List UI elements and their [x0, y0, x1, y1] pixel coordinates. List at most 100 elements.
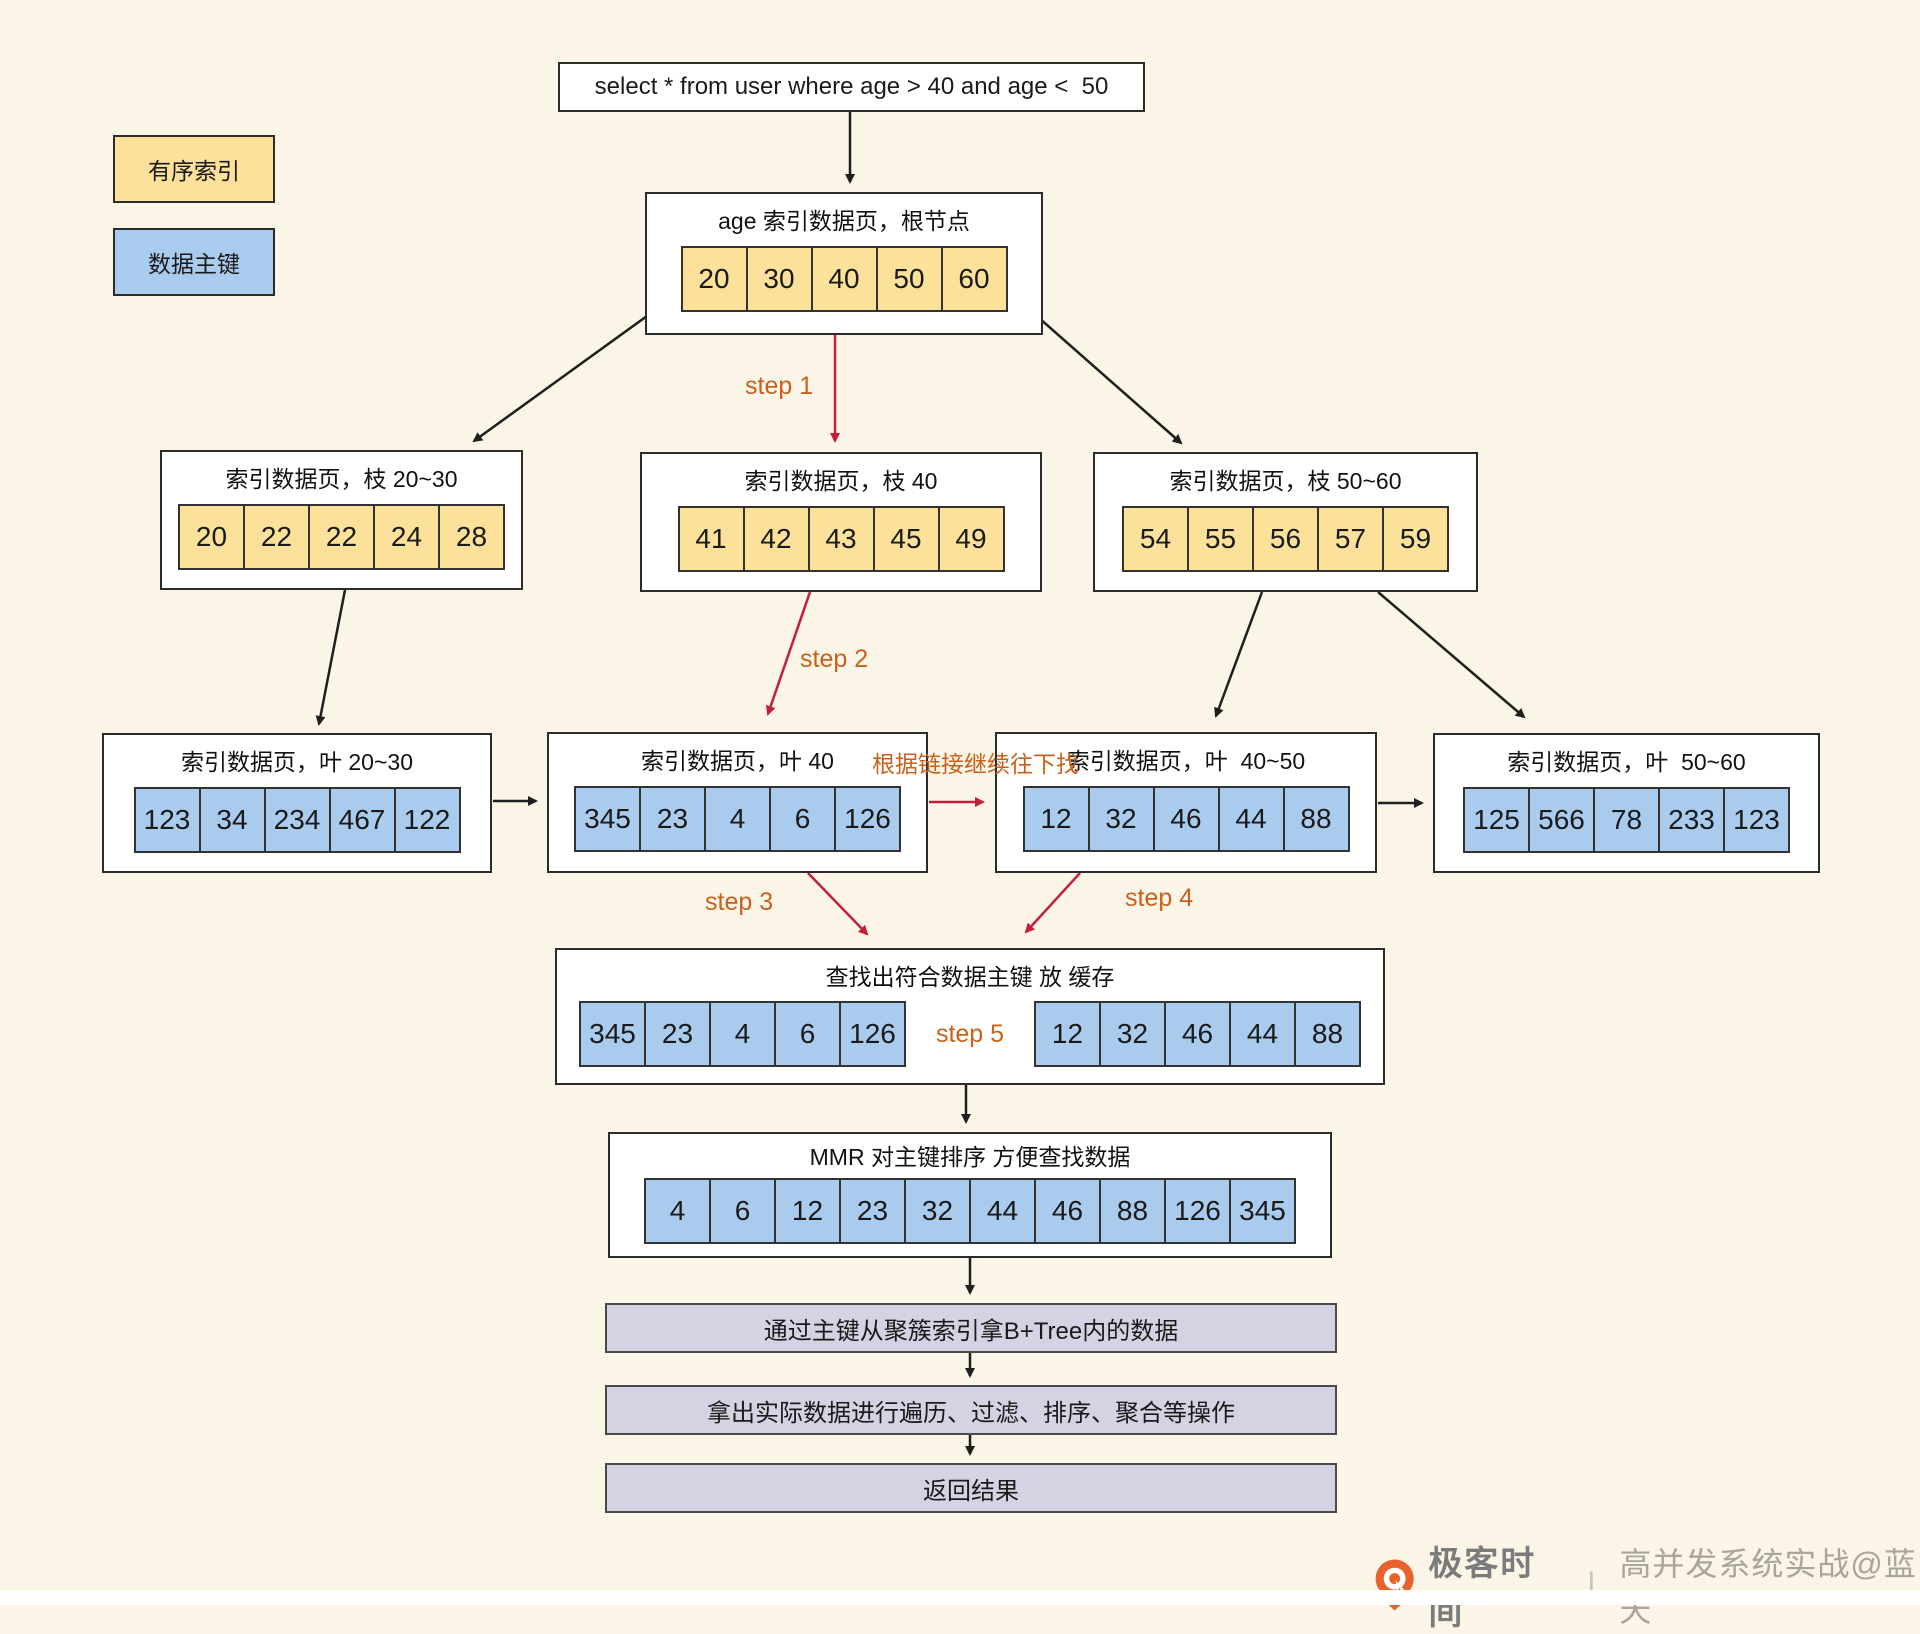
- cell: 23: [644, 1001, 711, 1067]
- node-title: age 索引数据页，根节点: [718, 208, 970, 234]
- cell: 4: [704, 786, 771, 852]
- step-5-label: step 5: [935, 1019, 1005, 1048]
- cell: 4: [709, 1001, 776, 1067]
- cell: 345: [574, 786, 641, 852]
- cell: 88: [1099, 1178, 1166, 1244]
- cell: 22: [308, 504, 375, 570]
- cell: 6: [774, 1001, 841, 1067]
- arrow-step3-leaf-40-to-cache: [807, 872, 869, 936]
- cell: 50: [875, 246, 943, 312]
- cell: 56: [1252, 506, 1319, 572]
- cell: 126: [1164, 1178, 1231, 1244]
- cell: 44: [969, 1178, 1036, 1244]
- step-2-label: step 2: [800, 645, 869, 673]
- cell: 44: [1229, 1001, 1296, 1067]
- cell: 32: [904, 1178, 971, 1244]
- cell: 23: [839, 1178, 906, 1244]
- node-title: 索引数据页，叶 40: [641, 748, 834, 774]
- geektime-logo-icon: [1375, 1559, 1414, 1611]
- cell: 233: [1658, 787, 1725, 853]
- cell: 46: [1034, 1178, 1101, 1244]
- arrow-branch-50-60-to-leaf-40-50: [1214, 591, 1264, 718]
- cell: 126: [839, 1001, 906, 1067]
- cell: 28: [438, 504, 505, 570]
- cell: 41: [677, 506, 745, 572]
- cell: 125: [1463, 787, 1530, 853]
- cell: 566: [1528, 787, 1595, 853]
- cell: 345: [579, 1001, 646, 1067]
- cell: 88: [1294, 1001, 1361, 1067]
- node-title: 索引数据页，枝 40: [744, 468, 938, 494]
- node-title: 索引数据页，叶 40~50: [1066, 748, 1306, 774]
- cell: 60: [940, 246, 1008, 312]
- cell: 123: [133, 787, 201, 853]
- cell: 4: [644, 1178, 711, 1244]
- node-title: 索引数据页，叶 50~60: [1507, 749, 1746, 775]
- footer-watermark: 极客时间 丨 高并发系统实战@蓝天: [1371, 1536, 1920, 1634]
- node-title: 索引数据页，枝 50~60: [1169, 468, 1402, 494]
- credit-text: 高并发系统实战@蓝天: [1619, 1546, 1917, 1628]
- cell: 46: [1164, 1001, 1231, 1067]
- arrow-root-to-branch-20-30: [472, 301, 666, 443]
- process-cluster-fetch-bar: 通过主键从聚簇索引拿B+Tree内的数据: [605, 1303, 1337, 1353]
- node-title: 索引数据页，叶 20~30: [181, 749, 413, 775]
- cell: 20: [178, 504, 245, 570]
- cell: 54: [1122, 506, 1189, 572]
- cell: 6: [709, 1178, 776, 1244]
- cell: 123: [1723, 787, 1790, 853]
- sql-query-box: select * from user where age > 40 and ag…: [558, 62, 1145, 112]
- node-title: 索引数据页，枝 20~30: [225, 466, 458, 492]
- process-return-bar: 返回结果: [605, 1463, 1337, 1513]
- cell: 78: [1593, 787, 1660, 853]
- cell: 32: [1087, 786, 1155, 852]
- cell: 49: [937, 506, 1005, 572]
- cell: 34: [198, 787, 266, 853]
- cell: 234: [263, 787, 331, 853]
- cell: 12: [774, 1178, 841, 1244]
- cell: 20: [680, 246, 748, 312]
- arrow-step4-leaf-40-50-to-cache: [1024, 872, 1081, 934]
- cell: 88: [1282, 786, 1350, 852]
- cell: 12: [1034, 1001, 1101, 1067]
- cell: 30: [745, 246, 813, 312]
- cell: 23: [639, 786, 706, 852]
- legend-primary-key: 数据主键: [113, 228, 275, 296]
- cell: 32: [1099, 1001, 1166, 1067]
- cell: 57: [1317, 506, 1384, 572]
- cell: 467: [328, 787, 396, 853]
- cell: 22: [243, 504, 310, 570]
- cell: 45: [872, 506, 940, 572]
- step-3-label: step 3: [705, 888, 774, 916]
- cell: 24: [373, 504, 440, 570]
- cache-box-title: 查找出符合数据主键 放 缓存: [825, 964, 1115, 990]
- mmr-box-title: MMR 对主键排序 方便查找数据: [809, 1144, 1131, 1170]
- process-operate-bar: 拿出实际数据进行遍历、过滤、排序、聚合等操作: [605, 1385, 1337, 1435]
- legend-ordered-index: 有序索引: [113, 135, 275, 203]
- cell: 44: [1217, 786, 1285, 852]
- cell: 122: [393, 787, 461, 853]
- arrow-root-to-branch-50-60: [1021, 302, 1183, 445]
- step-1-label: step 1: [745, 372, 814, 400]
- cell: 345: [1229, 1178, 1296, 1244]
- cell: 40: [810, 246, 878, 312]
- arrow-branch-50-60-to-leaf-50-60: [1377, 591, 1526, 719]
- cell: 6: [769, 786, 836, 852]
- cell: 126: [834, 786, 901, 852]
